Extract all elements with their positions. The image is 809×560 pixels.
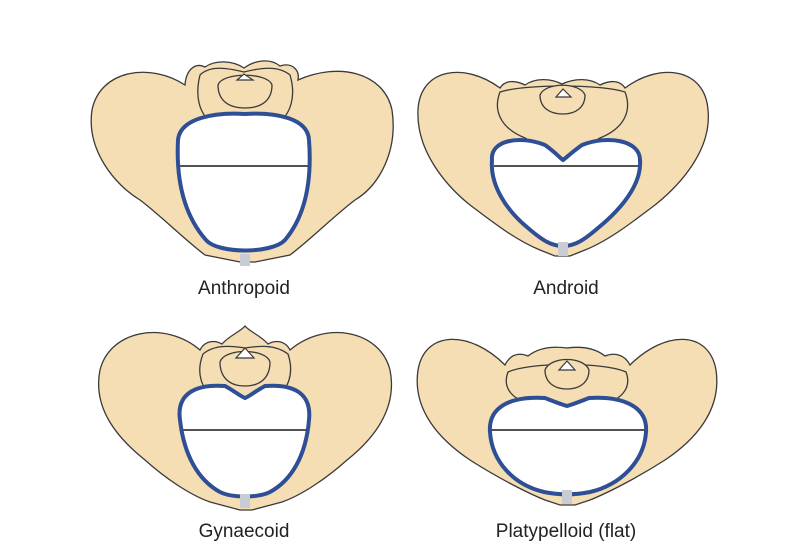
anthropoid-inlet bbox=[177, 113, 310, 251]
android-sacral-promontory bbox=[539, 84, 586, 115]
anthropoid-pelvis bbox=[90, 60, 394, 266]
anthropoid-symphysis bbox=[240, 254, 250, 266]
label-gynaecoid: Gynaecoid bbox=[198, 521, 290, 542]
platypelloid-symphysis bbox=[562, 490, 572, 504]
platypelloid-inlet-outline bbox=[487, 395, 649, 497]
anthropoid-inlet-outline bbox=[175, 111, 312, 253]
label-android: Android bbox=[533, 278, 599, 299]
android-vertebral-canal bbox=[554, 88, 573, 98]
android-symphysis bbox=[558, 242, 568, 256]
label-platypelloid: Platypelloid (flat) bbox=[495, 521, 637, 542]
gynaecoid-vertebral-canal bbox=[234, 347, 256, 359]
gynaecoid-inlet bbox=[179, 385, 310, 497]
gynaecoid-symphysis bbox=[240, 494, 250, 508]
gynaecoid-pelvis bbox=[98, 324, 393, 511]
platypelloid-pelvis bbox=[416, 338, 718, 506]
platypelloid-inlet bbox=[489, 397, 647, 495]
label-anthropoid: Anthropoid bbox=[198, 278, 290, 299]
android-pelvis bbox=[417, 71, 709, 257]
platypelloid-vertebral-canal bbox=[557, 360, 577, 371]
anthropoid-vertebral-canal bbox=[235, 73, 255, 81]
gynaecoid-inlet-outline bbox=[177, 383, 312, 499]
android-inlet-outline bbox=[489, 138, 643, 249]
platypelloid-sacral-promontory bbox=[544, 358, 590, 390]
